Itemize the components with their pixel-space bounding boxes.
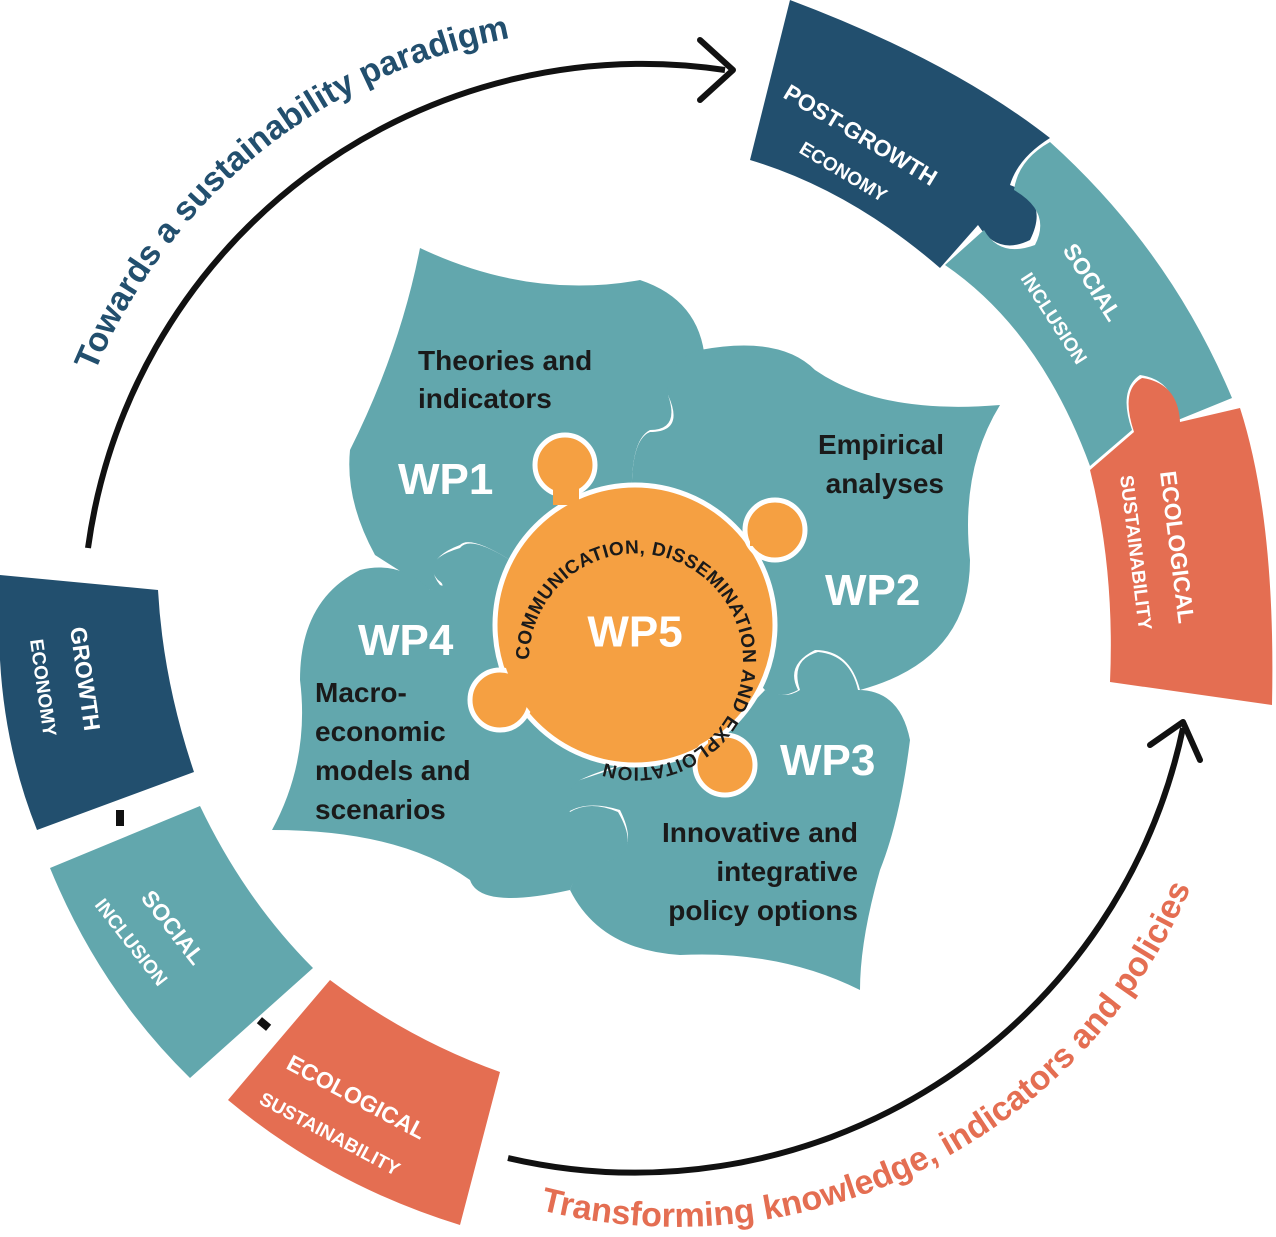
wp1-desc-line2: indicators xyxy=(418,383,552,414)
wp2-desc-line2: analyses xyxy=(826,468,944,499)
ecological-left-segment: ECOLOGICAL SUSTAINABILITY xyxy=(228,980,500,1225)
wp4-desc-line4: scenarios xyxy=(315,794,446,825)
wp5-hub xyxy=(467,432,808,798)
growth-economy-segment: GROWTH ECONOMY xyxy=(0,575,194,830)
wp1-desc-line1: Theories and xyxy=(418,345,592,376)
top-arrow xyxy=(85,37,736,549)
wp3-desc-line2: integrative xyxy=(716,856,858,887)
segment-divider xyxy=(116,810,124,826)
ecological-right-segment: ECOLOGICAL SUSTAINABILITY xyxy=(1090,378,1273,705)
social-inclusion-right-segment: SOCIAL INCLUSION xyxy=(945,142,1232,466)
wp3-title: WP3 xyxy=(780,736,875,785)
wp3-desc-line1: Innovative and xyxy=(662,817,858,848)
postgrowth-economy-segment: POST-GROWTH ECONOMY xyxy=(750,0,1050,268)
wp4-desc-line1: Macro- xyxy=(315,677,407,708)
wp4-title: WP4 xyxy=(358,616,454,665)
wp2-desc-line1: Empirical xyxy=(818,429,944,460)
wp3-desc-line3: policy options xyxy=(668,895,858,926)
wp5-title: WP5 xyxy=(587,608,682,657)
segment-divider xyxy=(256,1017,272,1031)
social-inclusion-left-segment: SOCIAL INCLUSION xyxy=(50,806,313,1078)
wp4-desc-line3: models and xyxy=(315,755,471,786)
wp2-title: WP2 xyxy=(825,566,920,615)
wp4-piece xyxy=(272,543,640,898)
wp4-desc-line2: economic xyxy=(315,716,446,747)
bottom-arrow xyxy=(507,719,1203,1176)
wp1-title: WP1 xyxy=(398,455,493,504)
wp3-piece xyxy=(565,652,910,990)
